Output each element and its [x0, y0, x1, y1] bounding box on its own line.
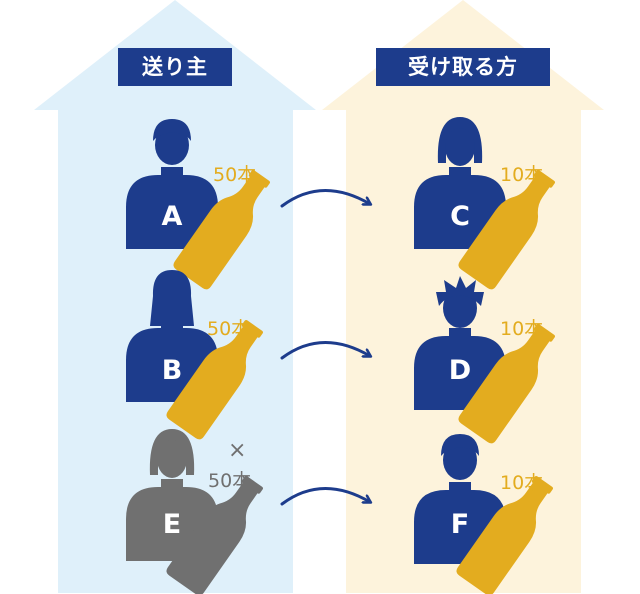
person-a-letter: A [161, 201, 183, 232]
count-e: 50本 [208, 470, 252, 492]
count-d: 10本 [500, 318, 544, 340]
cross-mark-e: × [228, 438, 247, 463]
receiver-header-box [376, 48, 550, 86]
receiver-header-label: 受け取る方 [408, 55, 518, 79]
connector-arrow-b-d [280, 341, 370, 360]
person-c-letter: C [450, 201, 470, 232]
person-b-letter: B [161, 355, 183, 386]
connector-arrow-a-c [280, 189, 370, 208]
count-f: 10本 [500, 472, 544, 494]
person-d-letter: D [448, 355, 472, 386]
person-f-letter: F [450, 509, 470, 540]
connector-arrow-e-f [280, 487, 370, 506]
count-a: 50本 [213, 164, 257, 186]
person-e-letter: E [162, 509, 182, 540]
sender-header-label: 送り主 [142, 55, 208, 79]
sender-header-box [118, 48, 232, 86]
count-c: 10本 [500, 164, 544, 186]
count-b: 50本 [207, 318, 251, 340]
